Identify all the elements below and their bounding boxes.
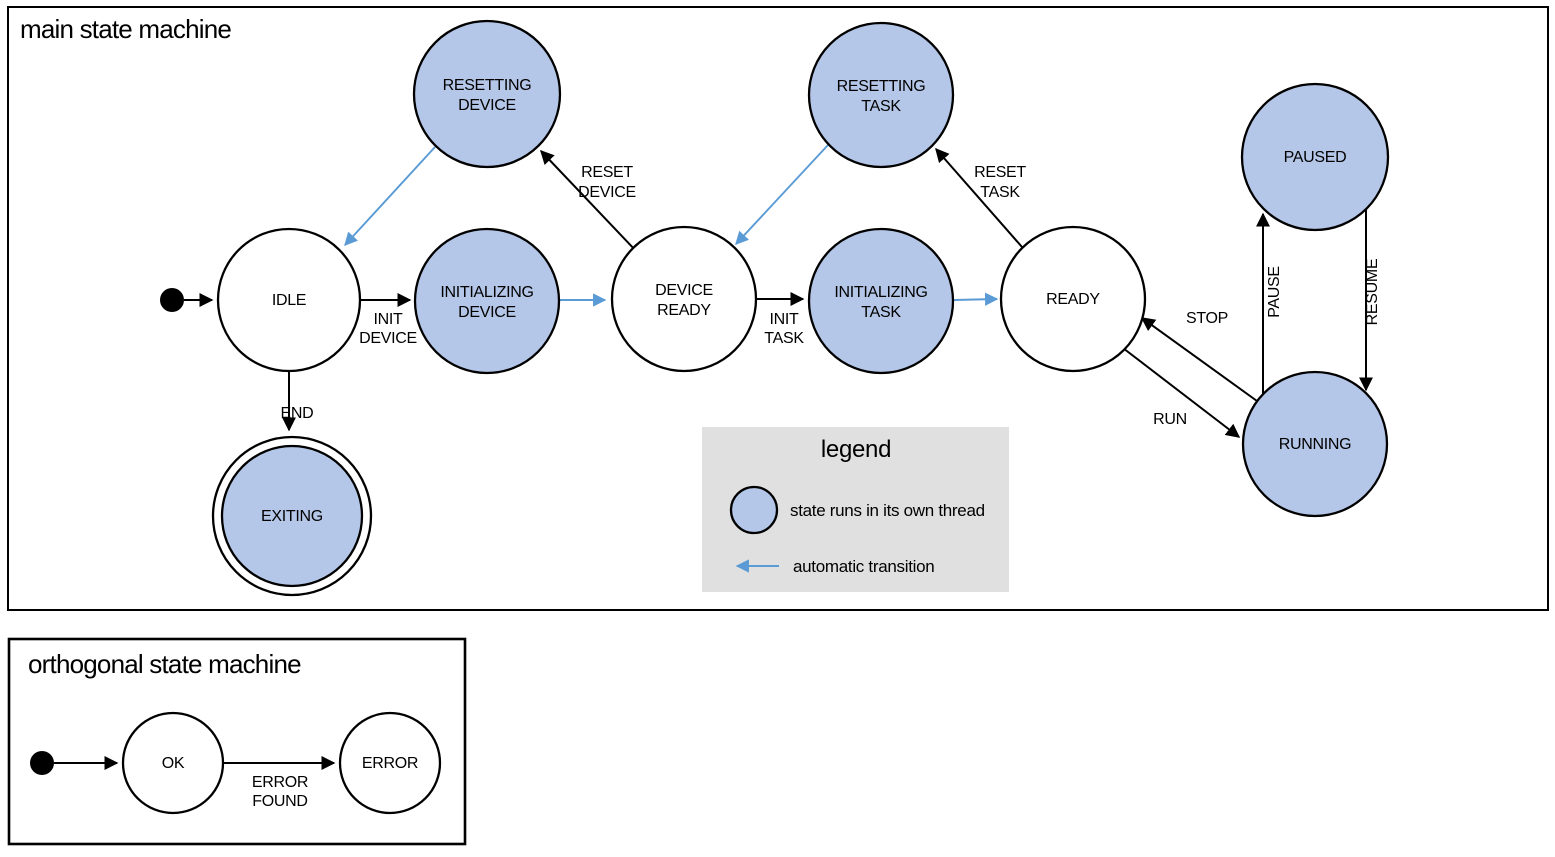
initializing-device-circle bbox=[413, 227, 561, 375]
legend: legend state runs in its own thread auto… bbox=[702, 427, 1009, 592]
transition-pause: PAUSE bbox=[1256, 212, 1283, 394]
device-ready-circle bbox=[610, 225, 758, 373]
main-frame-title: main state machine bbox=[20, 14, 231, 44]
device-ready-label-line2: READY bbox=[657, 302, 711, 319]
legend-threaded-state-label: state runs in its own thread bbox=[790, 501, 985, 520]
main-state-machine-frame: main state machine bbox=[7, 6, 1549, 611]
init-task-label-line2: TASK bbox=[764, 330, 804, 347]
orthogonal-frame-title: orthogonal state machine bbox=[28, 649, 301, 679]
state-ready: READY bbox=[999, 225, 1147, 373]
running-circle bbox=[1241, 370, 1389, 518]
exiting-inner-circle bbox=[220, 444, 364, 588]
device-ready-label-line1: DEVICE bbox=[655, 282, 713, 299]
error-label: ERROR bbox=[362, 755, 418, 772]
resume-label: RESUME bbox=[1364, 259, 1381, 326]
reset-device-label-line1: RESET bbox=[581, 164, 633, 181]
error-circle bbox=[338, 711, 442, 815]
resetting-device-label-line2: DEVICE bbox=[458, 97, 516, 114]
ok-label: OK bbox=[162, 755, 185, 772]
reset-task-label-line2: TASK bbox=[980, 184, 1020, 201]
state-initializing-device: INITIALIZING DEVICE bbox=[413, 227, 561, 375]
auto-arrow-3 bbox=[953, 292, 999, 306]
init-device-label-line1: INIT bbox=[373, 311, 403, 328]
initializing-device-label-line2: DEVICE bbox=[458, 304, 516, 321]
state-resetting-task: RESETTING TASK bbox=[807, 21, 955, 169]
ok-circle bbox=[121, 711, 225, 815]
legend-auto-transition-label: automatic transition bbox=[793, 557, 934, 576]
state-paused: PAUSED bbox=[1240, 82, 1390, 232]
paused-circle bbox=[1240, 82, 1390, 232]
running-label: RUNNING bbox=[1279, 436, 1352, 453]
transition-resume: RESUME bbox=[1359, 210, 1381, 392]
initializing-device-label-line1: INITIALIZING bbox=[440, 284, 533, 301]
resetting-device-label-line1: RESETTING bbox=[443, 77, 532, 94]
run-arrow bbox=[1118, 344, 1241, 438]
orthogonal-initial-dot bbox=[30, 751, 54, 775]
run-label: RUN bbox=[1153, 411, 1187, 428]
state-idle: IDLE bbox=[216, 227, 362, 373]
state-error: ERROR bbox=[338, 711, 442, 815]
initializing-task-circle bbox=[807, 227, 955, 375]
reset-task-arrow bbox=[935, 147, 1023, 248]
orthogonal-frame-border bbox=[7, 637, 467, 846]
transition-auto-resetdevice-to-idle bbox=[344, 146, 436, 246]
initial-state-marker-orthogonal bbox=[30, 751, 54, 775]
auto-arrow-2 bbox=[344, 146, 436, 246]
transition-run: RUN bbox=[1118, 344, 1241, 438]
initializing-task-label-line1: INITIALIZING bbox=[834, 284, 927, 301]
initializing-task-label-line2: TASK bbox=[861, 304, 901, 321]
pause-label: PAUSE bbox=[1266, 266, 1283, 318]
auto-arrow-4 bbox=[735, 144, 829, 245]
transition-init-device: INIT DEVICE bbox=[359, 293, 417, 347]
transition-auto-resettask-to-deviceready bbox=[735, 144, 829, 245]
idle-label: IDLE bbox=[272, 292, 306, 309]
transition-reset-task: RESET TASK bbox=[935, 147, 1027, 248]
stop-arrow bbox=[1140, 317, 1258, 402]
legend-title: legend bbox=[821, 436, 891, 463]
transition-init-task: INIT TASK bbox=[757, 292, 805, 347]
resetting-task-label-line2: TASK bbox=[861, 98, 901, 115]
init-device-label-line2: DEVICE bbox=[359, 330, 417, 347]
state-ok: OK bbox=[121, 711, 225, 815]
state-device-ready: DEVICE READY bbox=[610, 225, 758, 373]
resetting-task-circle bbox=[807, 21, 955, 169]
resetting-device-circle bbox=[412, 19, 562, 169]
idle-circle bbox=[216, 227, 362, 373]
error-found-label-line1: ERROR bbox=[252, 774, 308, 791]
resetting-task-label-line1: RESETTING bbox=[837, 78, 926, 95]
transition-reset-device: RESET DEVICE bbox=[540, 149, 638, 253]
reset-device-label-line2: DEVICE bbox=[578, 184, 636, 201]
legend-threaded-state-icon bbox=[729, 485, 779, 535]
end-label: END bbox=[281, 405, 314, 422]
state-initializing-task: INITIALIZING TASK bbox=[807, 227, 955, 375]
initial-state-marker-main bbox=[160, 288, 184, 312]
init-task-label-line1: INIT bbox=[769, 311, 799, 328]
paused-label: PAUSED bbox=[1284, 149, 1347, 166]
transition-stop: STOP bbox=[1140, 310, 1258, 402]
reset-task-label-line1: RESET bbox=[974, 164, 1026, 181]
state-running: RUNNING bbox=[1241, 370, 1389, 518]
transition-error-found: ERROR FOUND bbox=[223, 756, 336, 810]
state-exiting-final: EXITING bbox=[211, 435, 373, 597]
transition-auto-inittask-to-ready bbox=[953, 292, 999, 306]
exiting-label: EXITING bbox=[261, 508, 323, 525]
main-frame-border bbox=[7, 6, 1549, 611]
ready-label: READY bbox=[1046, 291, 1100, 308]
reset-device-arrow bbox=[540, 149, 638, 253]
error-found-label-line2: FOUND bbox=[252, 793, 307, 810]
transition-end: END bbox=[281, 371, 314, 432]
state-resetting-device: RESETTING DEVICE bbox=[412, 19, 562, 169]
orthogonal-state-machine-frame: orthogonal state machine bbox=[7, 637, 467, 846]
stop-label: STOP bbox=[1186, 310, 1228, 327]
ready-circle bbox=[999, 225, 1147, 373]
initial-dot bbox=[160, 288, 184, 312]
